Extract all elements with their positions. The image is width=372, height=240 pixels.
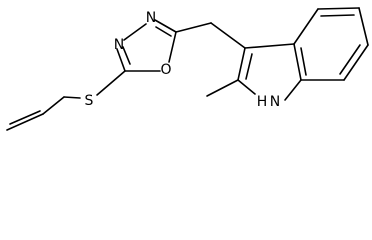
- bond-c3a-c7a-arom-inner: [300, 47, 307, 76]
- molecule-structure: N N O S H N: [6, 7, 369, 131]
- bond-layer: [6, 7, 369, 131]
- bond-n4-c5: [154, 19, 177, 33]
- bond-c3-c2: [237, 47, 246, 81]
- bond-c3-c3a: [244, 43, 295, 49]
- atom-s-thioether: S: [85, 93, 94, 109]
- atom-n-left: N: [114, 37, 124, 53]
- bond-c3a-c4: [293, 8, 319, 45]
- bond-c4-c5: [317, 7, 360, 10]
- bond-n1-c7a: [284, 79, 302, 101]
- atom-n-top: N: [146, 10, 156, 26]
- bond-ch2-indole-c3: [210, 22, 246, 49]
- atom-o-ring: O: [160, 62, 171, 78]
- bond-c3a-c7a: [293, 43, 302, 81]
- bond-n4-c5-inner: [155, 26, 172, 37]
- bond-c6-c7: [343, 44, 369, 81]
- bond-s-c2: [96, 70, 126, 96]
- bond-n3-n4: [123, 23, 147, 41]
- bond-c2-n1: [237, 79, 256, 95]
- bond-allyl-ch: [42, 96, 65, 115]
- bond-c6-c7-inner: [339, 44, 361, 75]
- bond-c5-o1: [168, 31, 177, 63]
- bond-terminal-double-b: [9, 110, 41, 125]
- atom-label-layer: N N O S H N: [85, 10, 281, 110]
- bond-c2-n3: [116, 48, 126, 72]
- bond-c5-ch2: [175, 22, 212, 33]
- bond-c2-n3-inner: [122, 46, 131, 65]
- bond-ch2-s: [63, 96, 81, 99]
- bond-c5-c6: [358, 7, 369, 46]
- bond-c4-c5-inner: [320, 14, 355, 17]
- bond-c2-methyl: [206, 79, 239, 97]
- bond-terminal-double-a: [6, 113, 44, 131]
- bond-c3-c2-inner: [245, 53, 253, 80]
- atom-nh-nitrogen: N: [270, 94, 280, 110]
- atom-nh-hydrogen: H: [257, 94, 268, 110]
